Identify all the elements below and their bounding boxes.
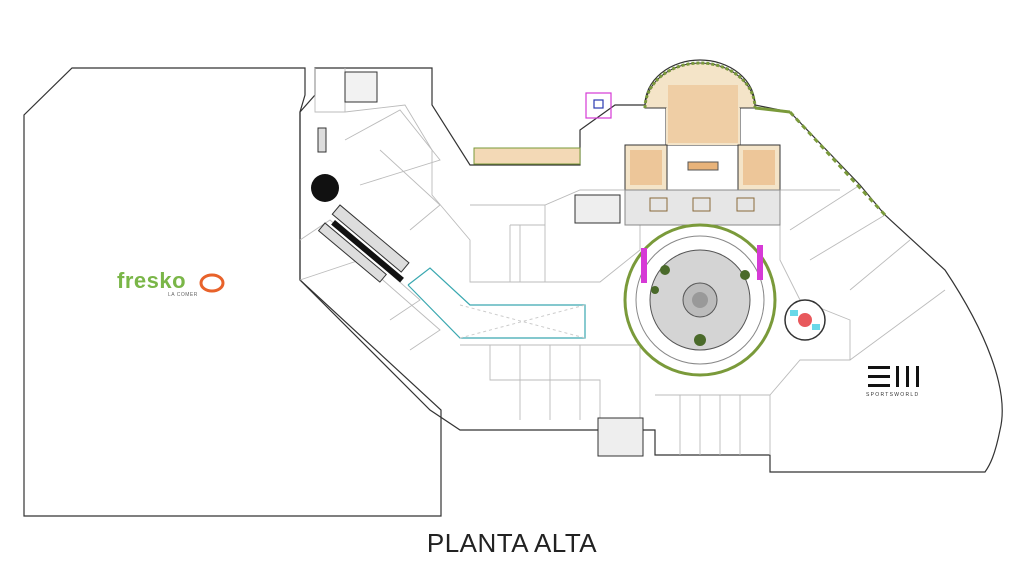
sportsworld-logo-text: SPORTSWORLD: [866, 392, 920, 398]
fresko-logo-text: fresko: [117, 268, 187, 293]
planter-terrace: [473, 147, 581, 165]
elevator-icon: [317, 127, 327, 153]
marker-inner: [593, 99, 604, 109]
food-court[interactable]: [624, 61, 887, 226]
sportsworld-logo: [868, 366, 919, 387]
fresko-logo-icon: [199, 273, 225, 293]
restroom-block: [574, 194, 621, 224]
fresko-subtitle: LA COMER: [168, 292, 198, 298]
floor-title: PLANTA ALTA: [426, 528, 598, 558]
corridor-outline: [407, 267, 586, 339]
stairs: [344, 71, 378, 103]
restroom-block: [597, 417, 644, 457]
fresko-store-area[interactable]: [23, 67, 442, 517]
corridor-dashes: [459, 304, 586, 339]
mall-outline: [299, 59, 1003, 473]
brand-logo-circle[interactable]: [311, 174, 339, 202]
food-court-tables: [630, 85, 775, 185]
escalators: [317, 204, 410, 283]
kiosk[interactable]: [784, 299, 826, 341]
magenta-marker: [585, 92, 612, 119]
central-atrium[interactable]: [623, 223, 777, 377]
